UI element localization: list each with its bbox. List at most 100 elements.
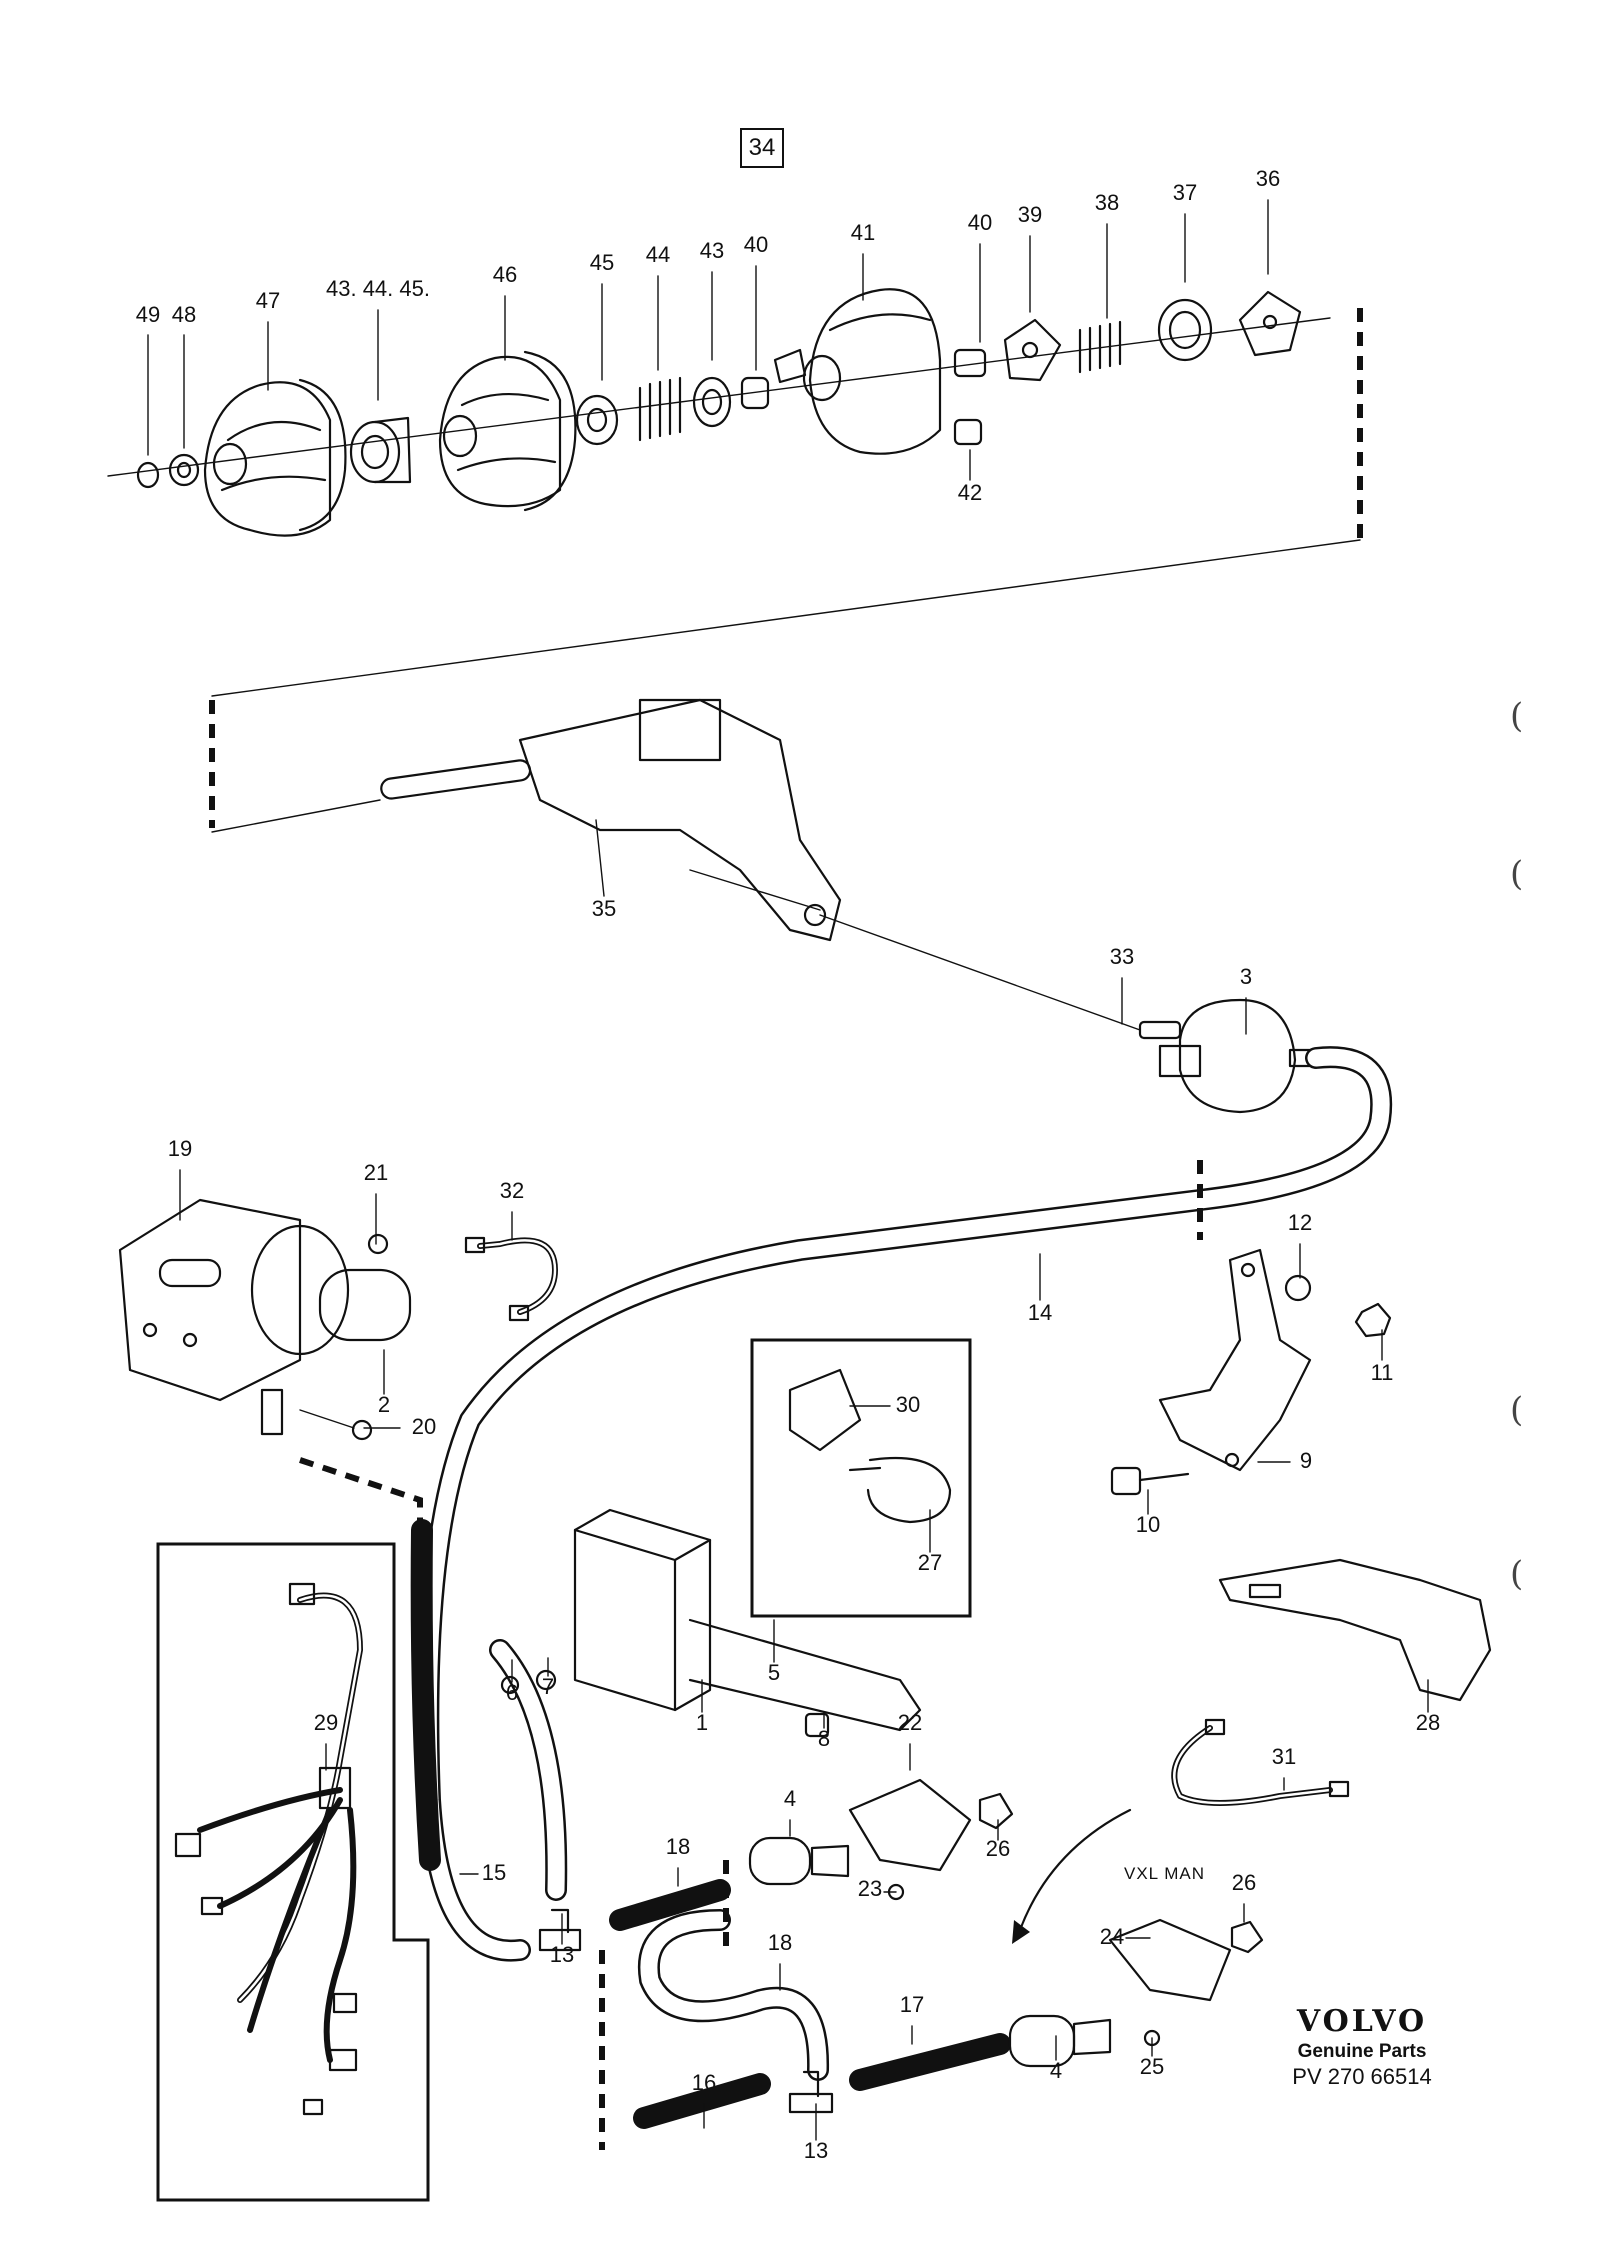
housing-41-clip [773,348,807,384]
callout-c29: 29 [314,1710,338,1735]
nut-11 [1354,1302,1392,1338]
bracket-35-hole [803,903,827,927]
bushing-40 [740,376,770,410]
callout-c41: 41 [851,220,875,245]
bracket-35-plate [518,698,842,942]
control-unit-1-box [573,1508,712,1712]
wire-31-inner [1173,1726,1332,1805]
screw-21 [367,1233,389,1255]
wire-32-inner [478,1239,557,1314]
control-unit-1-edges [573,1528,712,1712]
pump-2-housing [250,1224,350,1356]
callout-c10: 10 [1136,1512,1160,1537]
bolt-10-shank [1138,1472,1190,1482]
callout-c35: 35 [592,896,616,921]
top-shaft-assembly [107,288,1331,537]
inset-box-29 [156,1542,430,2202]
screw-20-line [299,1409,355,1429]
ring-assembly-43-45-hole [360,434,390,470]
bracket-35-slot [638,698,722,762]
callout-c21: 21 [364,1160,388,1185]
pump-2-outlet [260,1388,284,1436]
pump-2-motor [318,1268,412,1342]
section-number-box: 34 [740,128,784,168]
bracket-35-lever-line [689,869,821,911]
bracket-19-hole-1 [142,1322,158,1338]
actuator-3-can [1178,998,1297,1114]
callout-c14: 14 [1028,1300,1052,1325]
screw-20 [351,1419,373,1441]
dash-hose-link [299,1457,423,1530]
callout-c4b: 4 [1050,2058,1062,2083]
hose-18b-inner [640,1911,827,2079]
bellows-46-bore [442,414,478,458]
plate-36-hole [1262,314,1278,330]
bolt-10-head [1110,1466,1142,1496]
housing-41-bore [802,354,842,402]
bracket-19-hole-2 [182,1332,198,1348]
callout-c39: 39 [1018,202,1042,227]
callout-c5: 5 [768,1660,780,1685]
washer-48-hole [176,461,192,479]
bellows-47-bore [212,442,248,486]
harness-29-plug-1 [288,1582,316,1606]
margin-mark: ( [1510,1390,1524,1430]
callout-c26a: 26 [986,1836,1010,1861]
group-link-top [211,539,1361,697]
inset-box-30-27 [750,1338,972,1618]
callout-c24: 24 [1100,1924,1124,1949]
shaft-35 [380,759,532,800]
callout-c40a: 40 [744,232,768,257]
margin-mark: ( [1510,696,1524,736]
callout-c1: 1 [696,1710,708,1735]
ring-assembly-43-45-side [373,416,412,484]
screw-42 [953,418,983,446]
sleeve-37-hole [1168,310,1202,350]
callout-c43: 43 [700,238,724,263]
margin-mark: ( [1510,1554,1524,1594]
bushing-40b [953,348,987,378]
bellows-46-flange [523,350,577,512]
tee-13b [788,2070,834,2114]
callout-c28: 28 [1416,1710,1440,1735]
callout-c4a: 4 [784,1786,796,1811]
bracket-24 [1108,1918,1232,2002]
tee-13a [538,1908,582,1952]
callout-c17: 17 [900,1992,924,2017]
wire-32-plug-a [464,1236,486,1254]
bellows-47-rib-2 [220,475,327,492]
callout-c47: 47 [256,288,280,313]
brand-part-code: PV 270 66514 [1292,2064,1432,2089]
bracket-22 [848,1778,972,1872]
bracket-9-hole-top [1240,1262,1256,1278]
actuator-3-bracket [1158,1044,1202,1078]
washer-48 [168,453,200,487]
wire-32-plug-b [508,1304,530,1322]
harness-29-plug-6 [302,2098,324,2116]
clamp-27-tab [848,1466,882,1472]
wire-31-plug-b [1328,1780,1350,1798]
variant-arrow-line [1018,1808,1132,1932]
bracket-9-plate [1158,1248,1312,1472]
bellows-46-body [438,355,562,508]
ring-43 [692,376,732,428]
pedal-switch-lower [1008,1808,1264,2068]
pedal-switch-upper [748,1778,1014,1901]
callout-c48: 48 [172,302,196,327]
control-unit-1 [500,1508,922,1738]
bellows-46-rib-2 [456,457,557,472]
screw-8 [804,1712,830,1738]
harness-29-plug-5 [328,2048,358,2072]
wiring-harness-29 [174,1582,363,2116]
throttle-cable [819,914,1141,1031]
hose-15 [410,1519,441,1871]
callout-c15: 15 [482,1860,506,1885]
spring-44 [638,376,682,442]
callout-c7: 7 [542,1674,554,1699]
leader-line-c35 [595,819,605,897]
arm-28-plate [1218,1558,1492,1702]
bellows-47-body [203,381,332,537]
arm-28-slot [1248,1583,1282,1599]
